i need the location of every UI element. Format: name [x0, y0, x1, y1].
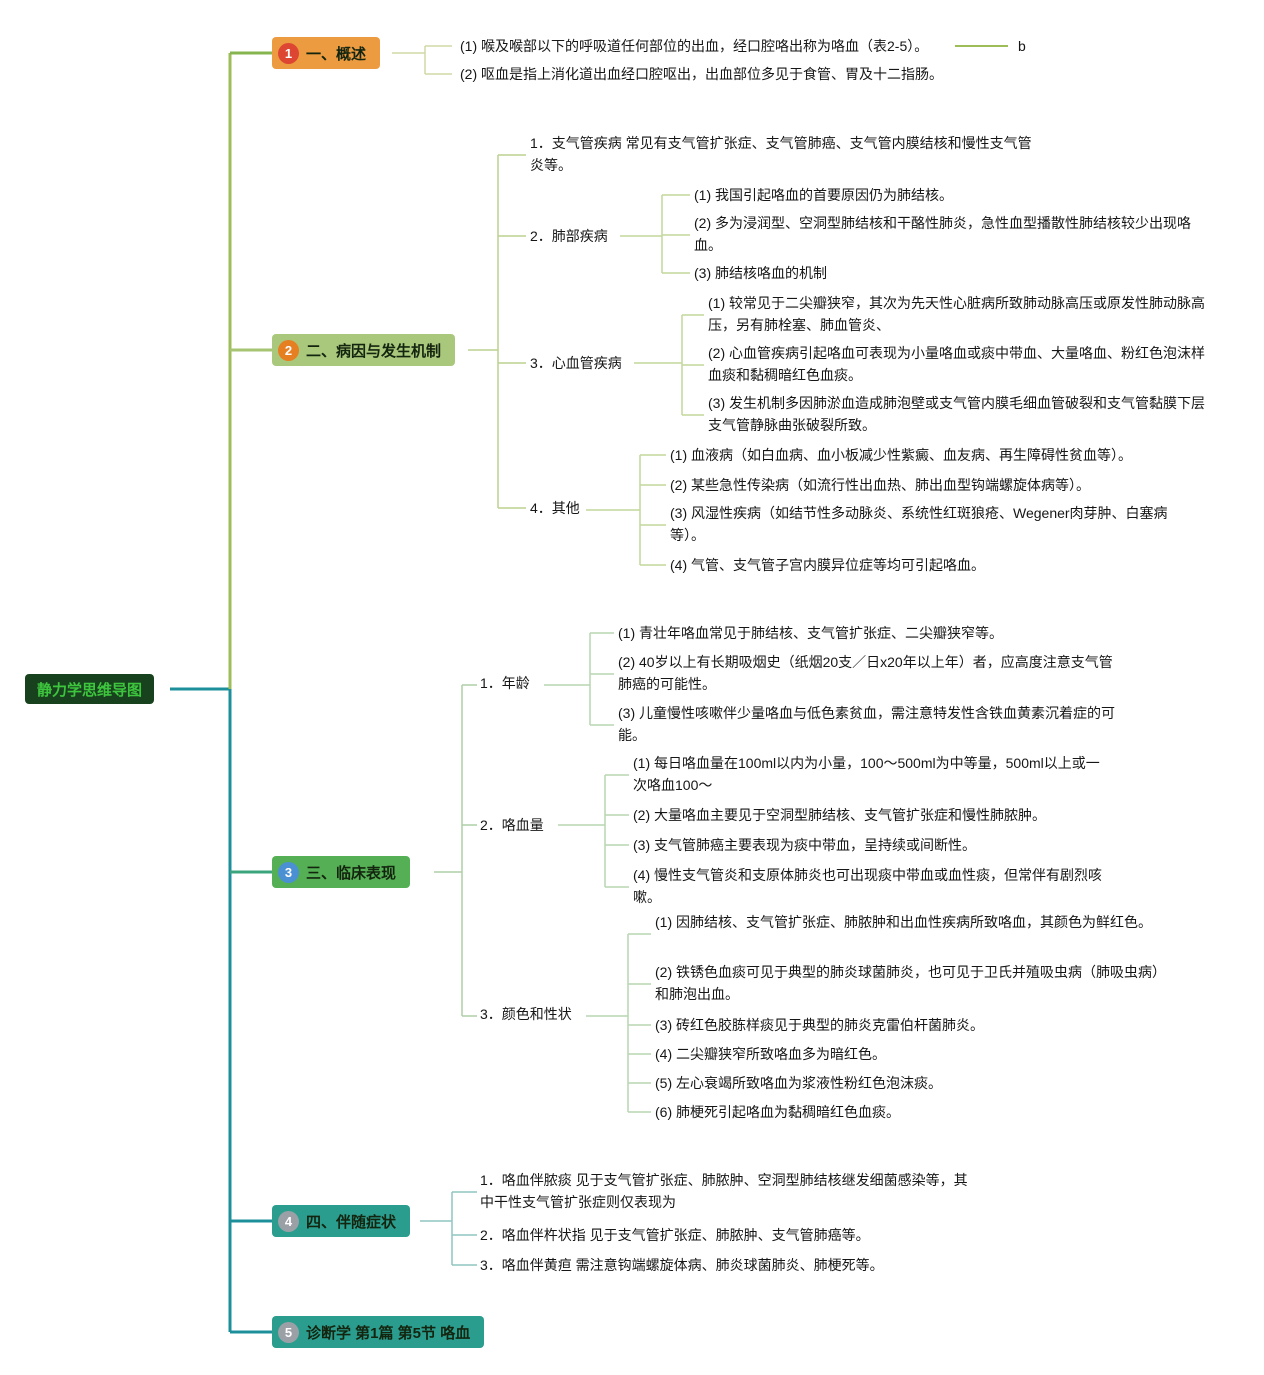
etiology-other-label[interactable]: 4．其他: [530, 500, 580, 516]
etiology-cardio-item[interactable]: (1) 较常见于二尖瓣狭窄，其次为先天性心脏病所致肺动脉高压或原发性肺动脉高压，…: [708, 295, 1205, 333]
branch-label-footer: 诊断学 第1篇 第5节 咯血: [306, 1324, 471, 1342]
clinical-color-item[interactable]: (3) 砖红色胶胨样痰见于典型的肺炎克雷伯杆菌肺炎。: [655, 1017, 984, 1033]
etiology-other-item[interactable]: (4) 气管、支气管子宫内膜异位症等均可引起咯血。: [670, 557, 985, 573]
clinical-age-item[interactable]: (3) 儿童慢性咳嗽伴少量咯血与低色素贫血，需注意特发性含铁血黄素沉着症的可能。: [618, 705, 1115, 743]
badge-3: 3: [278, 861, 299, 883]
clinical-amount-label[interactable]: 2．咯血量: [480, 817, 544, 833]
etiology-other-item[interactable]: (3) 风湿性疾病（如结节性多动脉炎、系统性红斑狼疮、Wegener肉芽肿、白塞…: [670, 505, 1168, 543]
clinical-amount-item[interactable]: (1) 每日咯血量在100ml以内为小量，100～500ml为中等量，500ml…: [633, 755, 1100, 793]
branch-label-etiology: 二、病因与发生机制: [306, 342, 442, 360]
branch-label-clinical: 三、临床表现: [306, 864, 397, 882]
etiology-lung-item[interactable]: (2) 多为浸润型、空洞型肺结核和干酪性肺炎，急性血型播散性肺结核较少出现咯血。: [694, 215, 1191, 253]
clinical-color-item[interactable]: (5) 左心衰竭所致咯血为浆液性粉红色泡沫痰。: [655, 1075, 942, 1091]
badge-4: 4: [278, 1210, 299, 1232]
clinical-color-item[interactable]: (4) 二尖瓣狭窄所致咯血多为暗红色。: [655, 1046, 886, 1062]
root-node[interactable]: 静力学思维导图: [25, 674, 155, 704]
badge-5: 5: [278, 1321, 299, 1343]
badge-2: 2: [278, 339, 299, 361]
overview-item[interactable]: (1) 喉及喉部以下的呼吸道任何部位的出血，经口腔咯出称为咯血（表2-5）。: [460, 38, 929, 54]
etiology-other-item[interactable]: (2) 某些急性传染病（如流行性出血热、肺出血型钩端螺旋体病等）。: [670, 477, 1090, 493]
annotation-b[interactable]: b: [1018, 38, 1026, 54]
clinical-color-label[interactable]: 3．颜色和性状: [480, 1006, 572, 1022]
etiology-cardio-label[interactable]: 3．心血管疾病: [530, 355, 622, 371]
accompany-item[interactable]: 2．咯血伴杵状指 见于支气管扩张症、肺脓肿、支气管肺癌等。: [480, 1227, 870, 1243]
clinical-age-label[interactable]: 1．年龄: [480, 675, 530, 691]
clinical-age-item[interactable]: (2) 40岁以上有长期吸烟史（纸烟20支／日x20年以上年）者，应高度注意支气…: [618, 654, 1113, 692]
clinical-age-item[interactable]: (1) 青壮年咯血常见于肺结核、支气管扩张症、二尖瓣狭窄等。: [618, 625, 1003, 641]
branch-node-overview[interactable]: 1 一、概述: [272, 37, 381, 69]
etiology-lung-label[interactable]: 2．肺部疾病: [530, 228, 608, 244]
clinical-amount-item[interactable]: (4) 慢性支气管炎和支原体肺炎也可出现痰中带血或血性痰，但常伴有剧烈咳嗽。: [633, 867, 1102, 905]
etiology-cardio-item[interactable]: (3) 发生机制多因肺淤血造成肺泡壁或支气管内膜毛细血管破裂和支气管黏膜下层支气…: [708, 395, 1205, 433]
branch-label-overview: 一、概述: [306, 45, 367, 63]
clinical-amount-item[interactable]: (2) 大量咯血主要见于空洞型肺结核、支气管扩张症和慢性肺脓肿。: [633, 807, 1046, 823]
clinical-color-item[interactable]: (1) 因肺结核、支气管扩张症、肺脓肿和出血性疾病所致咯血，其颜色为鲜红色。: [655, 914, 1152, 930]
etiology-other-item[interactable]: (1) 血液病（如白血病、血小板减少性紫癜、血友病、再生障碍性贫血等）。: [670, 447, 1132, 463]
branch-label-accompany: 四、伴随症状: [306, 1213, 397, 1231]
badge-1: 1: [278, 42, 299, 64]
accompany-item[interactable]: 1．咯血伴脓痰 见于支气管扩张症、肺脓肿、空洞型肺结核继发细菌感染等，其中干性支…: [480, 1172, 968, 1210]
etiology-lung-item[interactable]: (1) 我国引起咯血的首要原因仍为肺结核。: [694, 187, 953, 203]
branch-node-clinical[interactable]: 3 三、临床表现: [272, 856, 411, 888]
branch-node-accompany[interactable]: 4 四、伴随症状: [272, 1205, 411, 1237]
root-label: 静力学思维导图: [37, 681, 143, 699]
etiology-bronchial[interactable]: 1．支气管疾病 常见有支气管扩张症、支气管肺癌、支气管内膜结核和慢性支气管炎等。: [530, 135, 1032, 173]
overview-item[interactable]: (2) 呕血是指上消化道出血经口腔呕出，出血部位多见于食管、胃及十二指肠。: [460, 66, 943, 82]
etiology-lung-item[interactable]: (3) 肺结核咯血的机制: [694, 265, 827, 281]
clinical-color-item[interactable]: (6) 肺梗死引起咯血为黏稠暗红色血痰。: [655, 1104, 900, 1120]
accompany-item[interactable]: 3．咯血伴黄疸 需注意钩端螺旋体病、肺炎球菌肺炎、肺梗死等。: [480, 1257, 884, 1273]
etiology-cardio-item[interactable]: (2) 心血管疾病引起咯血可表现为小量咯血或痰中带血、大量咯血、粉红色泡沫样血痰…: [708, 345, 1205, 383]
branch-node-footer[interactable]: 5 诊断学 第1篇 第5节 咯血: [272, 1316, 485, 1348]
branch-node-etiology[interactable]: 2 二、病因与发生机制: [272, 334, 456, 366]
clinical-color-item[interactable]: (2) 铁锈色血痰可见于典型的肺炎球菌肺炎，也可见于卫氏并殖吸虫病（肺吸虫病）和…: [655, 964, 1159, 1002]
clinical-amount-item[interactable]: (3) 支气管肺癌主要表现为痰中带血，呈持续或间断性。: [633, 837, 976, 853]
